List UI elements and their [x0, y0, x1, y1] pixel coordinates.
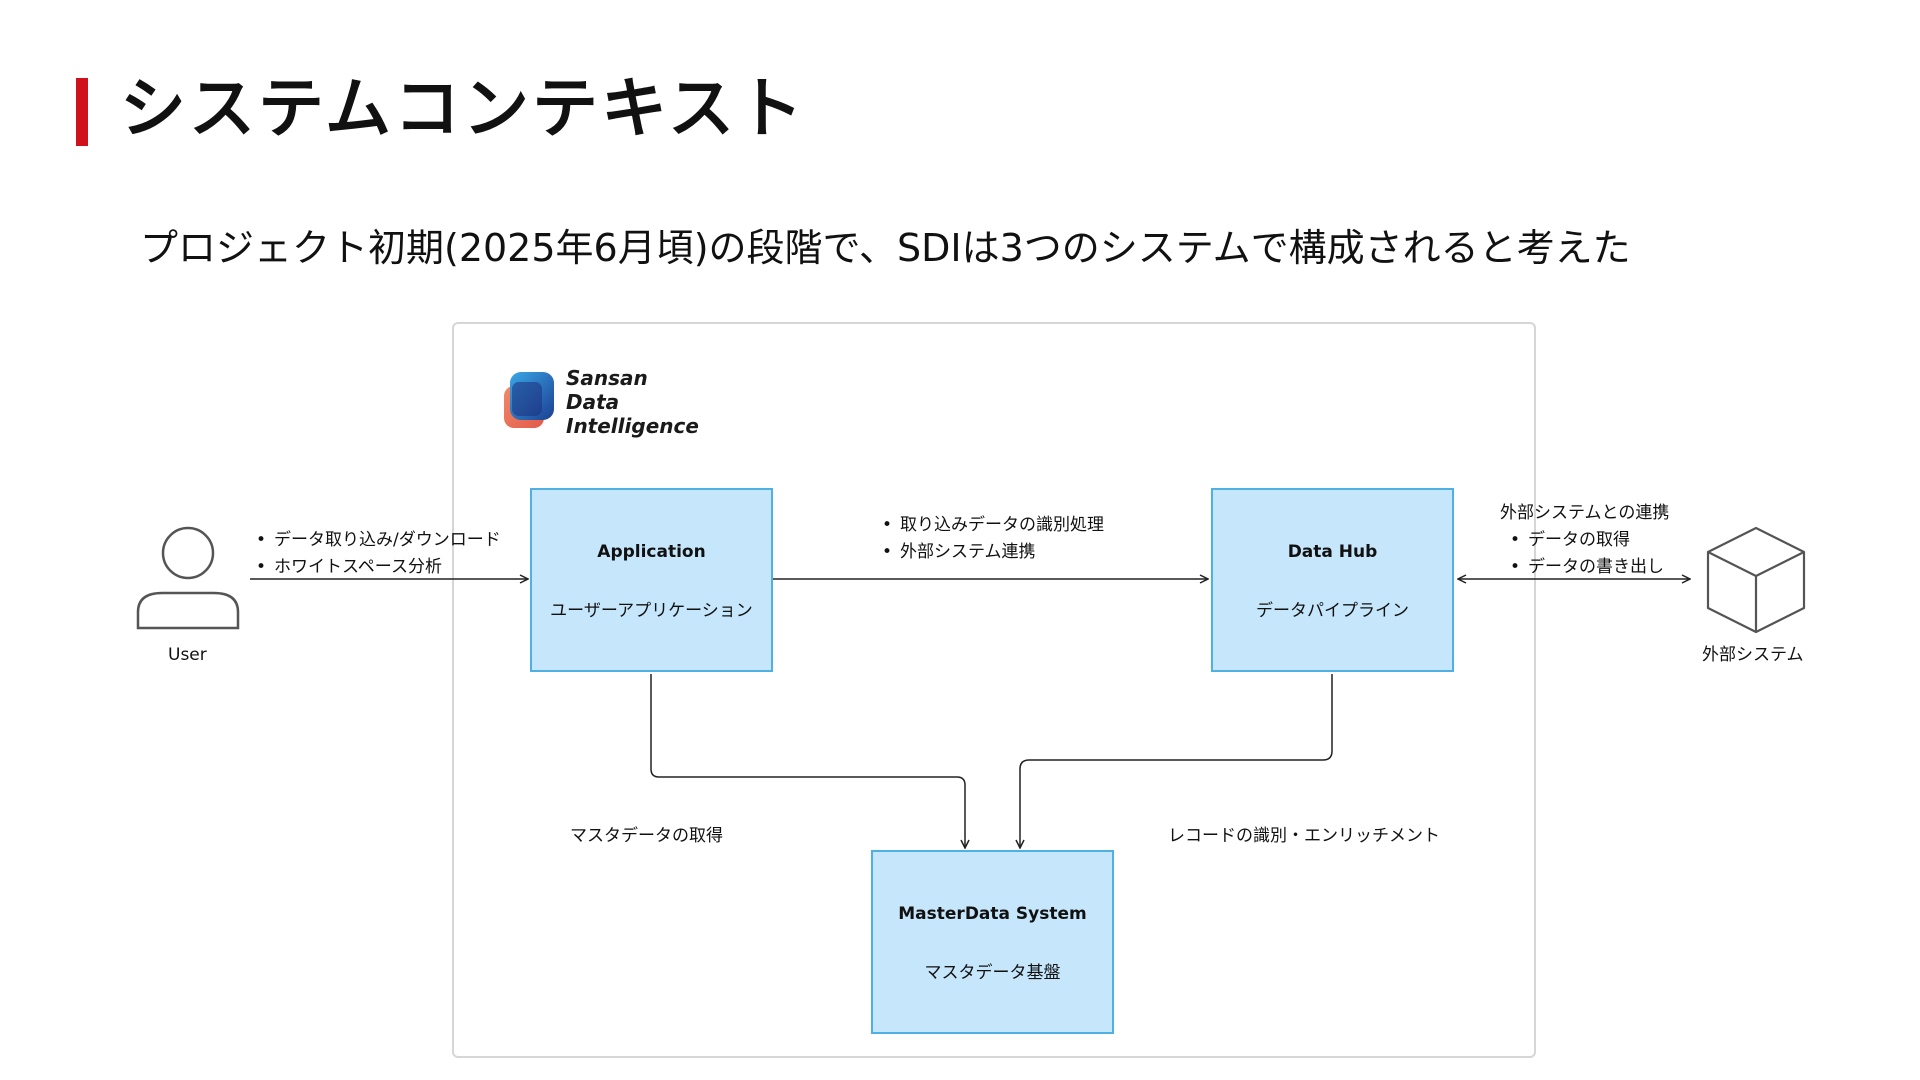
edge-datahub-masterdata [1020, 674, 1333, 848]
datahub-title: Data Hub [1287, 542, 1378, 562]
user-application-label: データ取り込み/ダウンロード ホワイトスペース分析 [254, 527, 501, 581]
edge-application-masterdata [650, 674, 965, 848]
datahub-external-item: データの書き出し [1508, 554, 1669, 581]
datahub-external-heading: 外部システムとの連携 [1500, 503, 1670, 523]
datahub-box: Data Hub データパイプライン [1211, 488, 1454, 672]
user-application-item: ホワイトスペース分析 [254, 554, 501, 581]
user-application-item: データ取り込み/ダウンロード [254, 527, 501, 554]
application-datahub-item: 取り込みデータの識別処理 [880, 512, 1104, 539]
sdi-logo-text: Sansan Data Intelligence [566, 366, 699, 438]
logo-line-2: Data [566, 390, 620, 414]
title-accent-bar [76, 78, 88, 146]
sdi-logo-icon [504, 372, 554, 428]
logo-line-3: Intelligence [566, 414, 699, 438]
datahub-external-item: データの取得 [1508, 527, 1669, 554]
masterdata-box: MasterData System マスタデータ基盤 [871, 850, 1114, 1034]
datahub-masterdata-label: レコードの識別・エンリッチメント [1168, 826, 1440, 846]
application-title: Application [597, 542, 706, 562]
datahub-external-label: 外部システムとの連携 データの取得 データの書き出し [1500, 500, 1669, 581]
application-datahub-item: 外部システム連携 [880, 539, 1104, 566]
application-datahub-label: 取り込みデータの識別処理 外部システム連携 [880, 512, 1104, 566]
slide-title: システムコンテキスト [120, 70, 807, 147]
logo-line-1: Sansan [566, 366, 648, 390]
masterdata-title: MasterData System [898, 904, 1087, 924]
cube-icon [1706, 526, 1806, 634]
user-icon [136, 526, 240, 630]
external-system-label: 外部システム [1702, 645, 1804, 665]
application-box: Application ユーザーアプリケーション [530, 488, 773, 672]
masterdata-subtitle: マスタデータ基盤 [924, 963, 1061, 983]
slide-subtitle: プロジェクト初期(2025年6月頃)の段階で、SDIは3つのシステムで構成される… [140, 226, 1631, 270]
application-subtitle: ユーザーアプリケーション [550, 601, 753, 621]
application-masterdata-label: マスタデータの取得 [570, 826, 723, 846]
user-label: User [168, 645, 207, 665]
datahub-subtitle: データパイプライン [1256, 601, 1409, 621]
